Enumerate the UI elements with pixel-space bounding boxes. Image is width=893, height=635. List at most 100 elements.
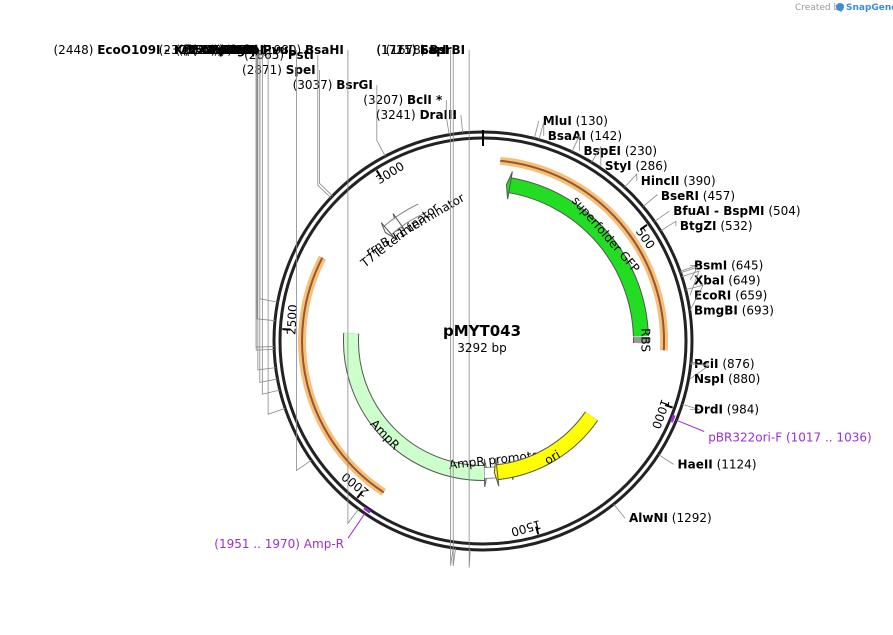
feature-superfolder-gfp: [508, 178, 648, 337]
site-nspi: NspI (880): [694, 372, 760, 386]
site-name-asei: AseI: [229, 43, 258, 57]
site-leader-bsrbi: [468, 50, 471, 568]
site-pos-haeii: (1124): [717, 457, 757, 471]
site-name-styi: StyI: [605, 159, 632, 173]
site-pos-bsaai: (142): [590, 129, 622, 143]
site-name-ahdi: AhdI: [222, 43, 253, 57]
site-leader-nspi: [689, 363, 710, 380]
site-name-nmeaiii: NmeAIII: [202, 43, 255, 57]
site-name-spei: SpeI: [286, 63, 316, 77]
site-pos-bani: (2567): [182, 43, 222, 57]
site-leader-haeii: [658, 454, 674, 465]
site-name-bcli: BclI *: [407, 93, 443, 107]
site-leader-ecori: [681, 270, 700, 296]
feature-superfolder-gfp-arrowhead: [505, 171, 513, 200]
site-leader-mlui: [533, 120, 540, 139]
site-name-haeii: HaeII: [678, 457, 713, 471]
site-leader-hincii: [624, 173, 638, 188]
feature-label-ori: ori: [542, 447, 563, 467]
orf-line-0: [500, 159, 666, 351]
site-leader-asei: [261, 50, 280, 395]
orf-arcs: [298, 156, 669, 496]
feature-t7te-terminator-arrowhead: [380, 222, 395, 239]
primer-amp-r: (1951 .. 1970) Amp-R: [214, 537, 344, 551]
site-leader-spei: [319, 70, 333, 197]
plasmid-size: 3292 bp: [457, 341, 507, 355]
site-leader-sspi: [452, 50, 456, 567]
site-pos-bspei: (230): [625, 144, 657, 158]
site-leader-styi: [591, 145, 602, 166]
site-bsrbi: (1678) BsrBI: [386, 43, 466, 57]
site-draiii: (3241) DraIII: [376, 108, 457, 122]
site-fspi: (2297) FspI: [192, 43, 264, 57]
site-leader-psti: [317, 55, 332, 198]
primer-pbr322ori-f: pBR322ori-F (1017 .. 1036): [708, 431, 871, 445]
site-pos-drdi: (984): [727, 403, 759, 417]
site-pos-bfuai-bspmi: (504): [768, 204, 800, 218]
site-bfuai-bspmi: BfuAI - BspMI (504): [673, 204, 800, 218]
site-name-xbai: XbaI: [694, 273, 724, 287]
site-name-bsrgi: BsrGI: [336, 78, 373, 92]
site-pcii: PciI (876): [694, 357, 755, 371]
site-pos-bsrgi: (3037): [293, 78, 333, 92]
tick-mark-1000: [664, 404, 673, 409]
site-leader-ecoo109i-kfli-ppumi: [255, 50, 275, 351]
site-eari: (1721) EarI: [376, 43, 446, 57]
site-asei: (2345) AseI: [186, 43, 259, 57]
feature-ori: [496, 412, 598, 480]
primer-mark-amp-r: [363, 506, 372, 514]
site-bsmi: BsmI (645): [694, 258, 763, 272]
site-name-bsaai: BsaAI: [548, 129, 586, 143]
plasmid-name: pMYT043: [443, 322, 521, 340]
snapgene-credit: Created by SnapGene: [795, 3, 893, 13]
site-mlui: MluI (130): [543, 114, 608, 128]
site-name-mlui: MluI: [543, 114, 572, 128]
site-pos-ecoo109i-kfli-ppumi: (2448): [54, 43, 94, 57]
site-leader-bsahi: [347, 50, 359, 525]
site-pos-fspi: (2297): [192, 43, 232, 57]
site-pos-eari: (1721): [376, 43, 416, 57]
site-name-fspi: FspI: [236, 43, 264, 57]
tick-label-2500: 2500: [284, 304, 300, 335]
tick-mark-2000: [356, 490, 364, 499]
site-name-eari: EarI: [420, 43, 447, 57]
feature-label-t7te-terminator: T7Te terminator: [357, 200, 441, 271]
site-bani: (2567) BanI: [182, 43, 256, 57]
site-bseri: BseRI (457): [661, 189, 735, 203]
site-leader-btgzi: [660, 220, 677, 232]
site-xbai: XbaI (649): [694, 273, 761, 287]
feature-label-rbs: RBS: [638, 328, 652, 352]
tick-label-3000: 3000: [373, 159, 406, 187]
site-bcli: (3207) BclI *: [363, 93, 443, 107]
site-leader-eari: [450, 50, 454, 566]
site-name-pcii: PciI: [694, 357, 719, 371]
site-pos-sspi: (1715): [377, 43, 417, 57]
site-pos-alwni: (1292): [672, 511, 712, 525]
site-leader-bfuai-bspmi: [654, 210, 670, 222]
plasmid-center: pMYT043 3292 bp: [443, 322, 521, 355]
site-name-bseri: BseRI: [661, 189, 699, 203]
site-bsaai: BsaAI (142): [548, 129, 622, 143]
tick-mark-1500: [535, 526, 540, 535]
site-ecoo109i-kfli-ppumi: (2448) EcoO109I - KflI - PpuMI: [54, 43, 253, 57]
site-leader-bmgbi: [685, 284, 704, 311]
credit-prefix: Created by: [795, 3, 845, 13]
site-leader-bspei: [571, 135, 580, 152]
site-pos-ahdi: (2520): [178, 43, 218, 57]
site-drdi: DrdI (984): [694, 403, 759, 417]
site-name-bani: BanI: [226, 43, 256, 57]
primer-range-pbr322ori-f: (1017 .. 1036): [786, 431, 872, 445]
orf-line-1: [301, 257, 385, 494]
site-leader-drdi: [682, 403, 700, 411]
site-pos-asei: (2345): [186, 43, 226, 57]
site-leader-nmeaiii: [259, 50, 278, 383]
site-name-bmgbi: BmgBI: [694, 303, 738, 317]
restriction-sites: MluI (130)BsaAI (142)BspEI (230)StyI (28…: [54, 43, 801, 568]
site-pos-bsrbi: (1678): [386, 43, 426, 57]
site-pos-bsahi: (1980): [261, 43, 301, 57]
site-pos-mlui: (130): [576, 114, 608, 128]
site-pos-styi: (286): [635, 159, 667, 173]
site-pos-btgzi: (532): [720, 219, 752, 233]
site-pvui: (2151) PvuI: [219, 43, 292, 57]
